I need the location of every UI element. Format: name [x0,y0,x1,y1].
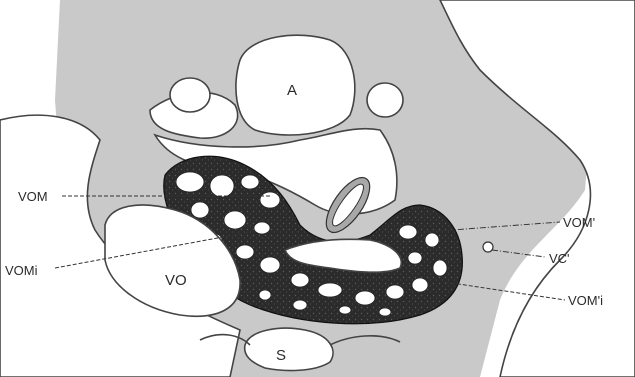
label-S: S [276,347,286,364]
label-VOM-prime: VOM' [563,215,595,230]
label-VOM: VOM [18,189,48,204]
cavity-S [245,328,333,370]
label-VOMi: VOMi [5,263,38,278]
vc-circle [483,242,493,252]
small-cavity-left [170,78,210,112]
label-VOMi-prime: VOM'i [568,293,603,308]
small-cavity-right [367,83,403,117]
label-A: A [287,82,297,99]
label-VC-prime: VC' [549,251,570,266]
label-VO: VO [165,272,187,289]
